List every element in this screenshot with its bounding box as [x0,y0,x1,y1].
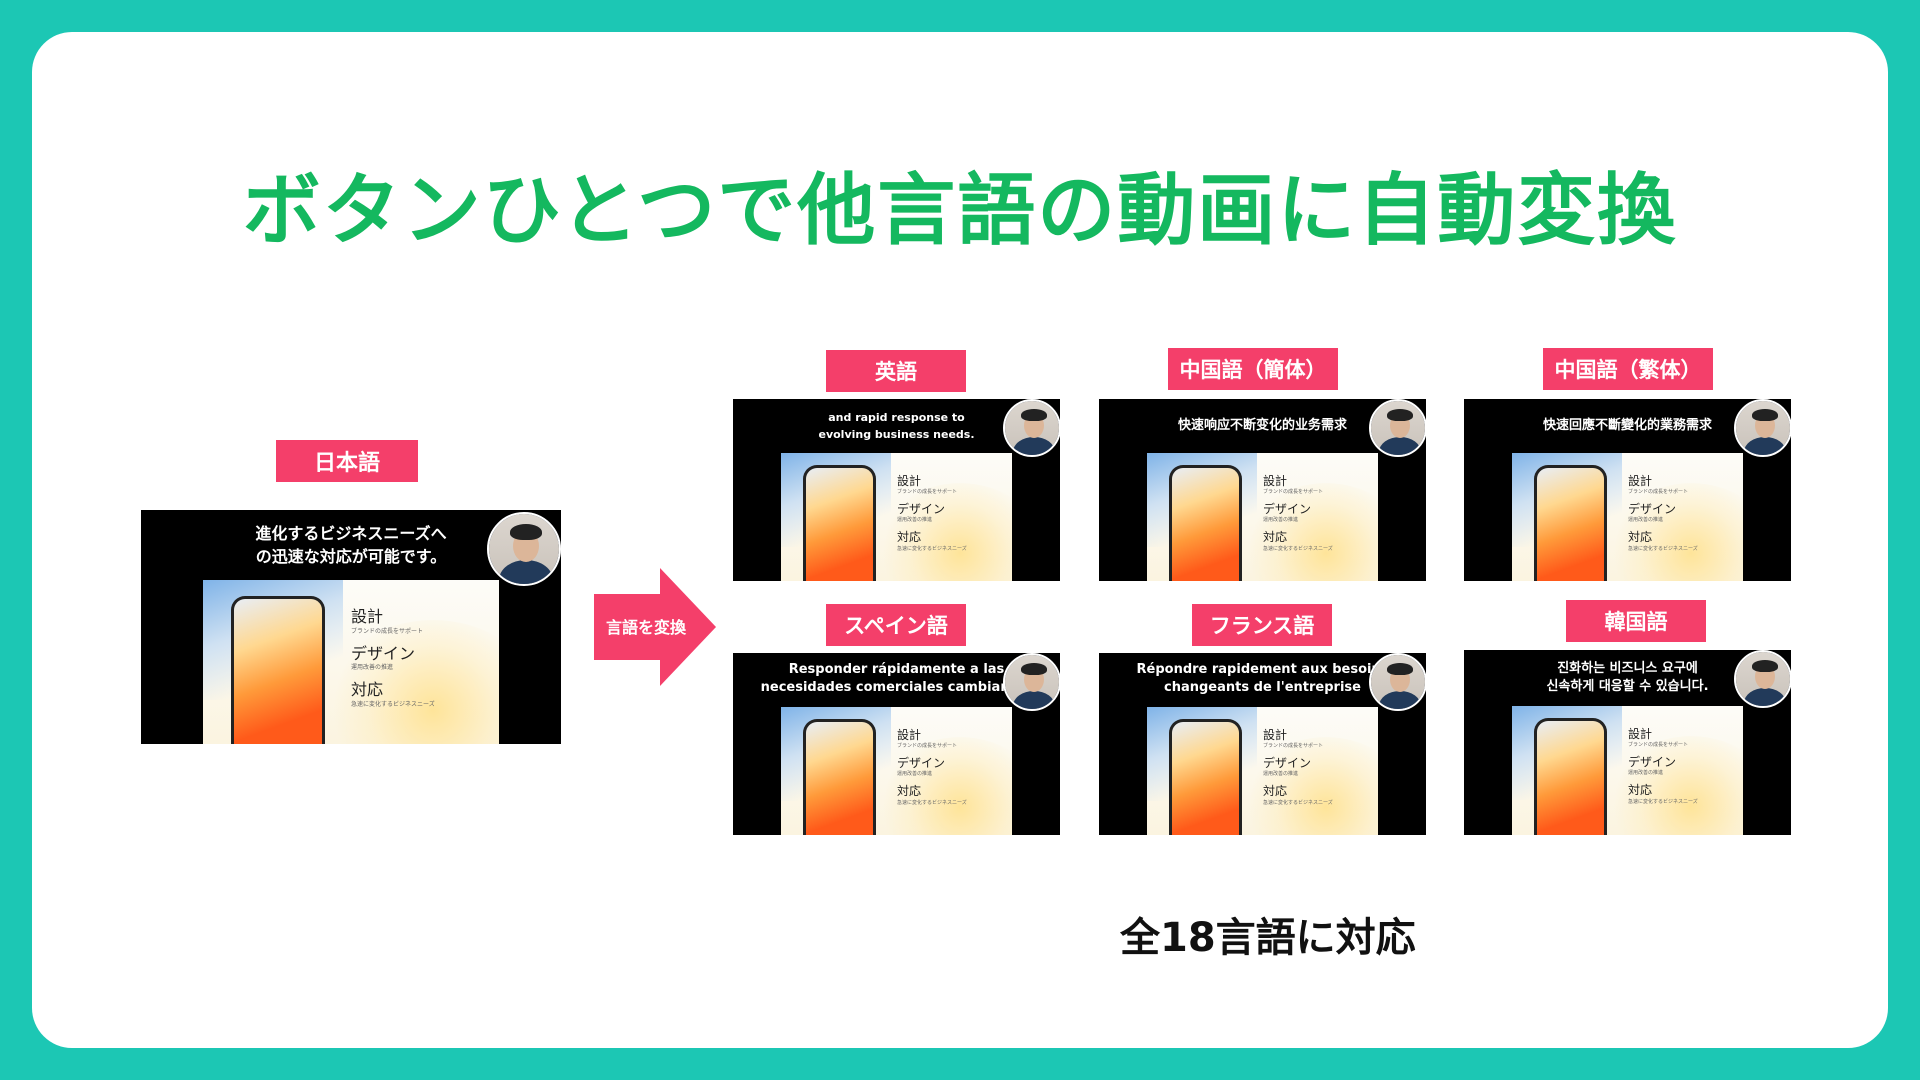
service-menu: 設計 ブランドの成長をサポート デザイン 運用改善の推進 対応 急速に変化するビ… [351,607,435,708]
slide-preview: 設計 ブランドの成長をサポート デザイン 運用改善の推進 対応 急速に変化するビ… [781,707,1012,835]
video-thumbnail-korean[interactable]: 진화하는 비즈니스 요구에 신속하게 대응할 수 있습니다. 設計 ブランドの成… [1464,650,1791,835]
subtitle-caption: 快速响应不断变化的业务需求 [1177,418,1347,433]
subtitle-caption: and rapid response to evolving business … [818,411,975,442]
presenter-avatar [1369,653,1426,711]
lang-label-chinese-simplified: 中国語（簡体） [1168,348,1338,390]
headline: ボタンひとつで他言語の動画に自動変換 [242,166,1678,256]
slide-preview: 設計 ブランドの成長をサポート デザイン 運用改善の推進 対応 急速に変化するビ… [1147,707,1378,835]
video-thumbnail-english[interactable]: and rapid response to evolving business … [733,399,1060,581]
menu-item-deploy: デザイン [351,643,416,663]
presenter-avatar [1003,653,1060,711]
slide-preview: 設計 ブランドの成長をサポート デザイン 運用改善の推進 対応 急速に変化するビ… [1512,706,1743,835]
subtitle-caption: 進化するビジネスニーズへ の迅速な対応が可能です。 [255,524,447,567]
video-thumbnail-spanish[interactable]: Responder rápidamente a las necesidades … [733,653,1060,835]
slide-preview: 設計 ブランドの成長をサポート デザイン 運用改善の推進 対応 急速に変化するビ… [1147,453,1378,581]
presenter-avatar [1734,399,1791,457]
menu-item-design: 設計 [351,607,384,626]
video-thumbnail-chinese-simplified[interactable]: 快速响应不断变化的业务需求 設計 ブランドの成長をサポート デザイン 運用改善の… [1099,399,1426,581]
slide-preview: 設計 ブランドの成長をサポート デザイン 運用改善の推進 対応 急速に変化するビ… [203,580,499,744]
lang-label-japanese: 日本語 [276,440,418,482]
lang-label-spanish: スペイン語 [826,604,966,646]
convert-arrow[interactable]: 言語を変換 [594,568,716,686]
convert-arrow-label: 言語を変換 [606,618,687,637]
lang-label-french: フランス語 [1192,604,1332,646]
lang-label-korean: 韓国語 [1566,600,1706,642]
lang-label-chinese-traditional: 中国語（繁体） [1543,348,1713,390]
video-thumbnail-japanese[interactable]: 進化するビジネスニーズへ の迅速な対応が可能です。 設計 ブランドの成長をサポー… [141,510,561,744]
video-thumbnail-chinese-traditional[interactable]: 快速回應不斷變化的業務需求 設計 ブランドの成長をサポート デザイン 運用改善の… [1464,399,1791,581]
subtitle-caption: Répondre rapidement aux besoins changean… [1136,662,1389,696]
menu-item-support: 対応 [351,680,384,700]
presenter-avatar [487,512,561,586]
arrow-right-icon [660,568,716,686]
subtitle-caption: 진화하는 비즈니스 요구에 신속하게 대응할 수 있습니다. [1546,661,1709,695]
slide-preview: 設計 ブランドの成長をサポート デザイン 運用改善の推進 対応 急速に変化するビ… [781,453,1012,581]
presenter-avatar [1369,399,1426,457]
lang-label-english: 英語 [826,350,966,392]
presenter-avatar [1734,650,1791,708]
video-thumbnail-french[interactable]: Répondre rapidement aux besoins changean… [1099,653,1426,835]
presenter-avatar [1003,399,1060,457]
phone-illustration [231,596,325,744]
subtitle-caption: 快速回應不斷變化的業務需求 [1542,418,1712,433]
supported-languages-note: 全18言語に対応 [1120,915,1416,961]
slide-preview: 設計 ブランドの成長をサポート デザイン 運用改善の推進 対応 急速に変化するビ… [1512,453,1743,581]
